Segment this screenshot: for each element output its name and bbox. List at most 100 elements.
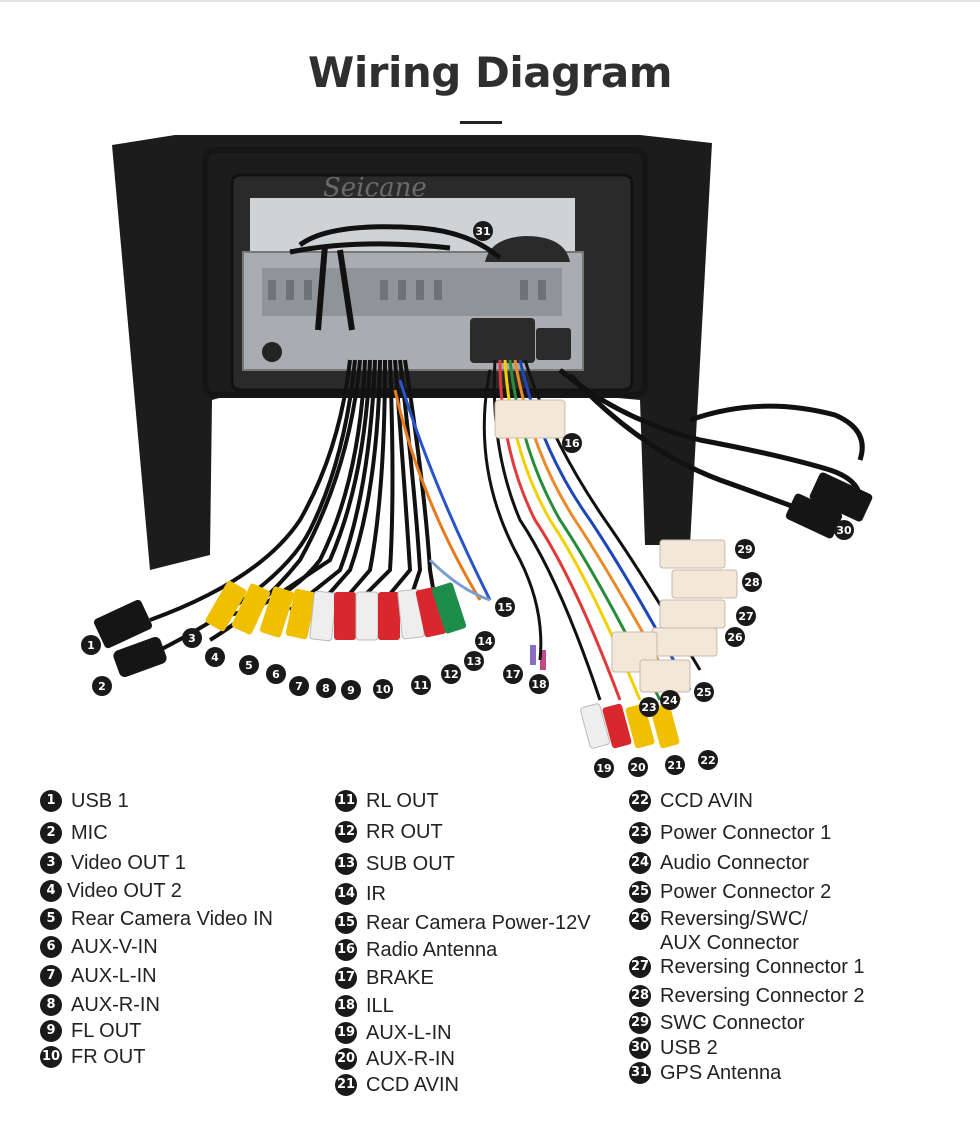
callout-22: 22 xyxy=(698,750,718,770)
legend-label: ILL xyxy=(366,995,394,1017)
legend-badge: 23 xyxy=(629,822,651,844)
legend-item-27: 27 Reversing Connector 1 xyxy=(629,955,865,979)
legend-label: GPS Antenna xyxy=(660,1062,782,1084)
legend-label: AUX-L-IN xyxy=(71,965,157,987)
callout-1: 1 xyxy=(81,635,101,655)
legend-badge: 17 xyxy=(335,967,357,989)
top-divider xyxy=(0,0,980,2)
legend-item-8: 8 AUX-R-IN xyxy=(40,993,160,1017)
legend-label: Audio Connector xyxy=(660,852,809,874)
callout-4: 4 xyxy=(205,647,225,667)
legend-item-5: 5 Rear Camera Video IN xyxy=(40,907,273,931)
svg-text:19: 19 xyxy=(596,762,611,775)
legend-badge: 6 xyxy=(40,936,62,958)
legend-badge: 15 xyxy=(335,912,357,934)
legend-badge: 13 xyxy=(335,853,357,875)
legend-item-13: 13 SUB OUT xyxy=(335,852,455,876)
callout-13: 13 xyxy=(464,651,484,671)
legend-label: CCD AVIN xyxy=(660,790,753,812)
callout-26: 26 xyxy=(725,627,745,647)
callout-19: 19 xyxy=(594,758,614,778)
callout-6: 6 xyxy=(266,664,286,684)
callout-15: 15 xyxy=(495,597,515,617)
callout-11: 11 xyxy=(411,675,431,695)
legend-item-17: 17 BRAKE xyxy=(335,966,434,990)
svg-text:30: 30 xyxy=(836,524,852,537)
legend-badge: 3 xyxy=(40,852,62,874)
legend-label: AUX-L-IN xyxy=(366,1022,452,1044)
legend-item-21: 21 CCD AVIN xyxy=(335,1073,459,1097)
svg-text:26: 26 xyxy=(727,631,743,644)
page-title: Wiring Diagram xyxy=(308,48,672,97)
legend-label: SUB OUT xyxy=(366,853,455,875)
legend-badge: 12 xyxy=(335,821,357,843)
legend-badge: 28 xyxy=(629,985,651,1007)
callout-10: 10 xyxy=(373,679,393,699)
legend-badge: 8 xyxy=(40,994,62,1016)
legend-label: Radio Antenna xyxy=(366,939,498,961)
legend-label: AUX-R-IN xyxy=(71,994,160,1016)
legend-label: SWC Connector xyxy=(660,1012,805,1034)
legend-label: RL OUT xyxy=(366,790,439,812)
legend-label: FL OUT xyxy=(71,1020,142,1042)
svg-text:10: 10 xyxy=(375,683,391,696)
callout-layer: 31 16 30 29 28 27 26 25 24 23 22 21 20 1… xyxy=(81,221,854,778)
svg-text:1: 1 xyxy=(87,639,95,652)
legend-item-19: 19 AUX-L-IN xyxy=(335,1021,452,1045)
legend-badge: 5 xyxy=(40,908,62,930)
legend-badge: 21 xyxy=(335,1074,357,1096)
legend-badge: 11 xyxy=(335,790,357,812)
legend-label: USB 1 xyxy=(71,790,129,812)
legend-badge: 4 xyxy=(40,880,62,902)
legend-badge: 2 xyxy=(40,822,62,844)
callout-2: 2 xyxy=(92,676,112,696)
head-unit-wiring-photo: Seicane xyxy=(93,135,873,749)
legend-label: MIC xyxy=(71,822,108,844)
callout-12: 12 xyxy=(441,664,461,684)
legend-badge: 7 xyxy=(40,965,62,987)
legend-item-29: 29 SWC Connector xyxy=(629,1011,805,1035)
legend-badge: 9 xyxy=(40,1020,62,1042)
legend-label: CCD AVIN xyxy=(366,1074,459,1096)
legend-label: FR OUT xyxy=(71,1046,146,1068)
svg-text:4: 4 xyxy=(211,651,219,664)
legend-badge: 20 xyxy=(335,1048,357,1070)
svg-text:11: 11 xyxy=(413,679,428,692)
callout-25: 25 xyxy=(694,682,714,702)
callout-3: 3 xyxy=(182,628,202,648)
svg-text:13: 13 xyxy=(466,655,481,668)
svg-text:8: 8 xyxy=(322,682,330,695)
svg-text:21: 21 xyxy=(667,759,682,772)
svg-text:2: 2 xyxy=(98,680,106,693)
legend-label: RR OUT xyxy=(366,821,443,843)
legend-item-31: 31 GPS Antenna xyxy=(629,1061,781,1085)
legend-badge: 1 xyxy=(40,790,62,812)
legend-item-22: 22 CCD AVIN xyxy=(629,789,753,813)
legend-label: BRAKE xyxy=(366,967,434,989)
legend-badge: 22 xyxy=(629,790,651,812)
svg-text:25: 25 xyxy=(696,686,711,699)
legend-badge: 16 xyxy=(335,939,357,961)
legend-badge: 27 xyxy=(629,956,651,978)
legend-badge: 29 xyxy=(629,1012,651,1034)
legend-badge: 19 xyxy=(335,1022,357,1044)
callout-31: 31 xyxy=(473,221,493,241)
callout-23: 23 xyxy=(639,697,659,717)
callout-9: 9 xyxy=(341,680,361,700)
legend-item-7: 7 AUX-L-IN xyxy=(40,964,157,988)
legend-label: Reversing Connector 1 xyxy=(660,956,865,978)
legend-badge: 31 xyxy=(629,1062,651,1084)
legend-label: Rear Camera Video IN xyxy=(71,908,273,930)
svg-text:27: 27 xyxy=(738,610,753,623)
legend-label: Power Connector 1 xyxy=(660,822,832,844)
